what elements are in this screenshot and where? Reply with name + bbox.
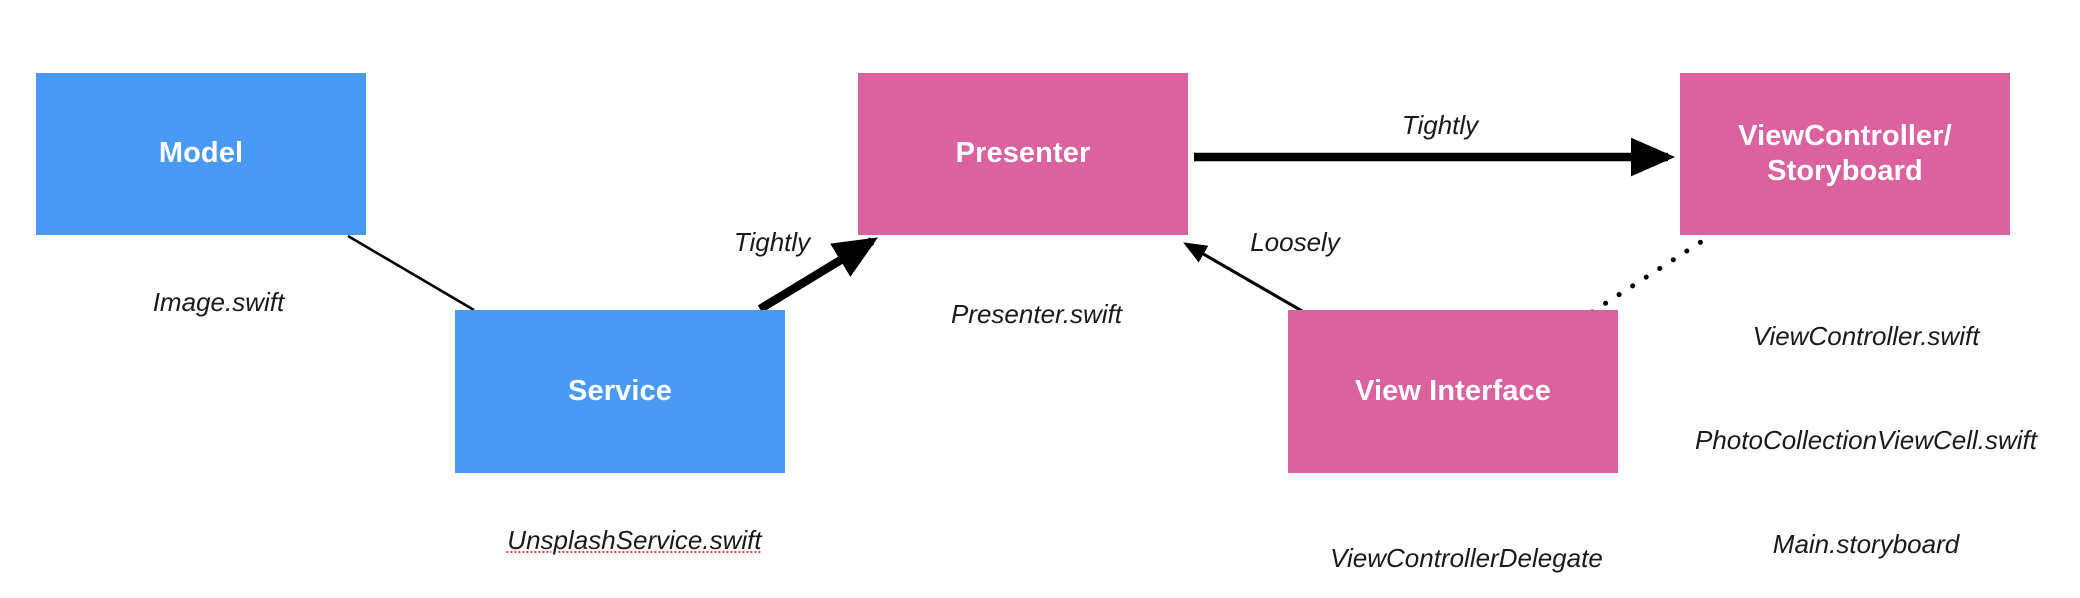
- node-service[interactable]: Service: [455, 310, 785, 473]
- node-view-interface[interactable]: View Interface: [1288, 310, 1618, 473]
- node-presenter[interactable]: Presenter: [858, 73, 1188, 235]
- edge-model-to-service: [347, 234, 475, 312]
- caption-model: Image.swift: [124, 250, 285, 354]
- caption-viewcontroller-line-3: Main.storyboard: [1772, 528, 1960, 559]
- edge-label-view-interface-to-presenter: Loosely: [1250, 227, 1340, 257]
- node-viewcontroller-storyboard-label: ViewController/ Storyboard: [1738, 119, 1952, 187]
- caption-model-text: Image.swift: [152, 286, 285, 317]
- caption-service: UnsplashService.swift: [478, 488, 761, 592]
- edge-view-interface-to-viewcontroller: [1589, 237, 1707, 315]
- node-model[interactable]: Model: [36, 73, 366, 235]
- caption-viewcontroller-line-2: PhotoCollectionViewCell.swift: [1694, 424, 2038, 455]
- caption-viewcontroller-storyboard: ViewController.swift PhotoCollectionView…: [1695, 250, 2037, 598]
- node-presenter-label: Presenter: [955, 137, 1091, 170]
- caption-service-text: UnsplashService.swift: [507, 524, 762, 555]
- node-model-label: Model: [158, 137, 244, 170]
- caption-view-interface-text: ViewControllerDelegate: [1330, 542, 1603, 573]
- node-view-interface-label: View Interface: [1355, 374, 1551, 407]
- caption-presenter: Presenter.swift: [922, 262, 1122, 366]
- caption-viewcontroller-line-1: ViewController.swift: [1752, 321, 1980, 352]
- edge-label-service-to-presenter: Tightly: [733, 227, 811, 257]
- edge-label-presenter-to-viewcontroller: Tightly: [1401, 110, 1479, 140]
- caption-presenter-text: Presenter.swift: [950, 298, 1122, 329]
- node-service-label: Service: [568, 374, 672, 407]
- node-viewcontroller-storyboard[interactable]: ViewController/ Storyboard: [1680, 73, 2010, 235]
- caption-view-interface: ViewControllerDelegate: [1301, 506, 1603, 598]
